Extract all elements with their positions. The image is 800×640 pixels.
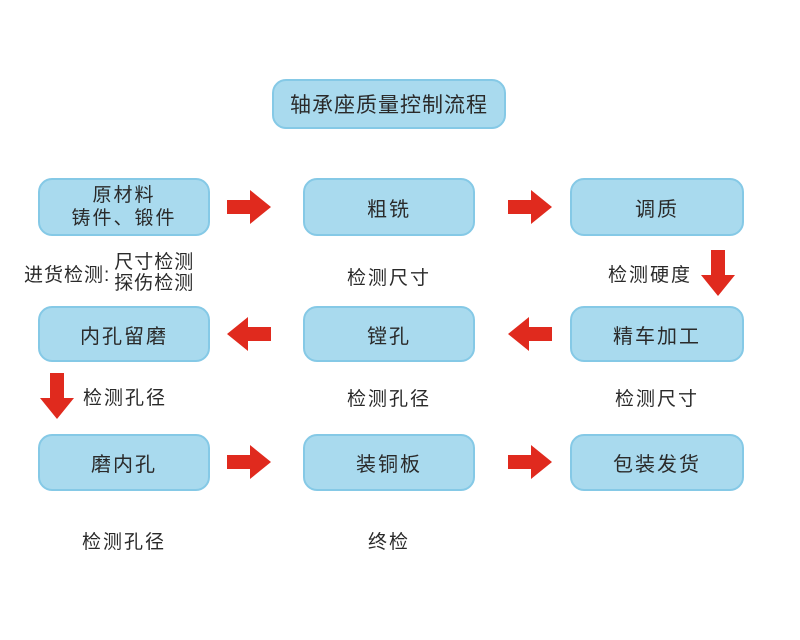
process-box-rough-milling: 粗铣 <box>303 178 475 236</box>
arrow-right-icon <box>227 190 271 224</box>
process-box-grind-bore: 磨内孔 <box>38 434 210 491</box>
arrow-left-icon <box>508 317 552 351</box>
incoming-inspection-label: 进货检测: 尺寸检测 探伤检测 <box>24 252 194 295</box>
rough-milling-text: 粗铣 <box>367 198 411 221</box>
arrow-right-icon <box>227 445 271 479</box>
title-box: 轴承座质量控制流程 <box>272 79 506 129</box>
check-bore-text-row2: 检测孔径 <box>83 387 168 409</box>
process-box-raw-material: 原材料 铸件、锻件 <box>38 178 210 236</box>
fit-copper-plate-text: 装铜板 <box>356 454 422 476</box>
raw-material-line2: 铸件、锻件 <box>71 208 177 229</box>
boring-text: 镗孔 <box>367 325 411 348</box>
arrow-right-icon <box>508 445 552 479</box>
incoming-inspection-prefix: 进货检测: <box>24 264 111 286</box>
process-box-boring: 镗孔 <box>303 306 475 362</box>
incoming-inspection-items: 尺寸检测 探伤检测 <box>114 252 194 295</box>
check-dimension-label-row2: 检测尺寸 <box>614 389 699 410</box>
grind-bore-text: 磨内孔 <box>91 454 157 476</box>
bore-grinding-allowance-text: 内孔留磨 <box>80 325 168 348</box>
check-hardness-text: 检测硬度 <box>608 264 693 286</box>
raw-material-line1: 原材料 <box>92 184 156 206</box>
process-box-fit-copper-plate: 装铜板 <box>303 434 475 491</box>
arrow-right-icon <box>508 190 552 224</box>
packaging-shipping-text: 包装发货 <box>613 454 701 476</box>
process-box-bore-grinding-allowance: 内孔留磨 <box>38 306 210 362</box>
process-box-packaging-shipping: 包装发货 <box>570 434 744 491</box>
title-text: 轴承座质量控制流程 <box>290 94 488 117</box>
fine-turning-text: 精车加工 <box>613 325 701 348</box>
check-bore-label-row2-left: 检测孔径 <box>38 373 167 419</box>
check-bore-label-row3: 检测孔径 <box>81 532 166 553</box>
final-inspection-label: 终检 <box>367 532 410 553</box>
raw-material-text: 原材料 铸件、锻件 <box>71 184 176 230</box>
check-bore-label-row2-mid: 检测孔径 <box>346 389 431 410</box>
check-hardness-label: 检测硬度 <box>608 250 737 296</box>
incoming-inspection-line2: 探伤检测 <box>114 273 195 295</box>
arrow-left-icon <box>227 317 271 351</box>
process-box-fine-turning: 精车加工 <box>570 306 744 362</box>
arrow-down-icon <box>40 373 74 419</box>
tempering-text: 调质 <box>635 198 679 221</box>
arrow-down-icon <box>701 250 736 296</box>
check-dimension-label-row1: 检测尺寸 <box>346 268 431 289</box>
incoming-inspection-line1: 尺寸检测 <box>114 252 195 273</box>
process-box-tempering: 调质 <box>570 178 744 236</box>
